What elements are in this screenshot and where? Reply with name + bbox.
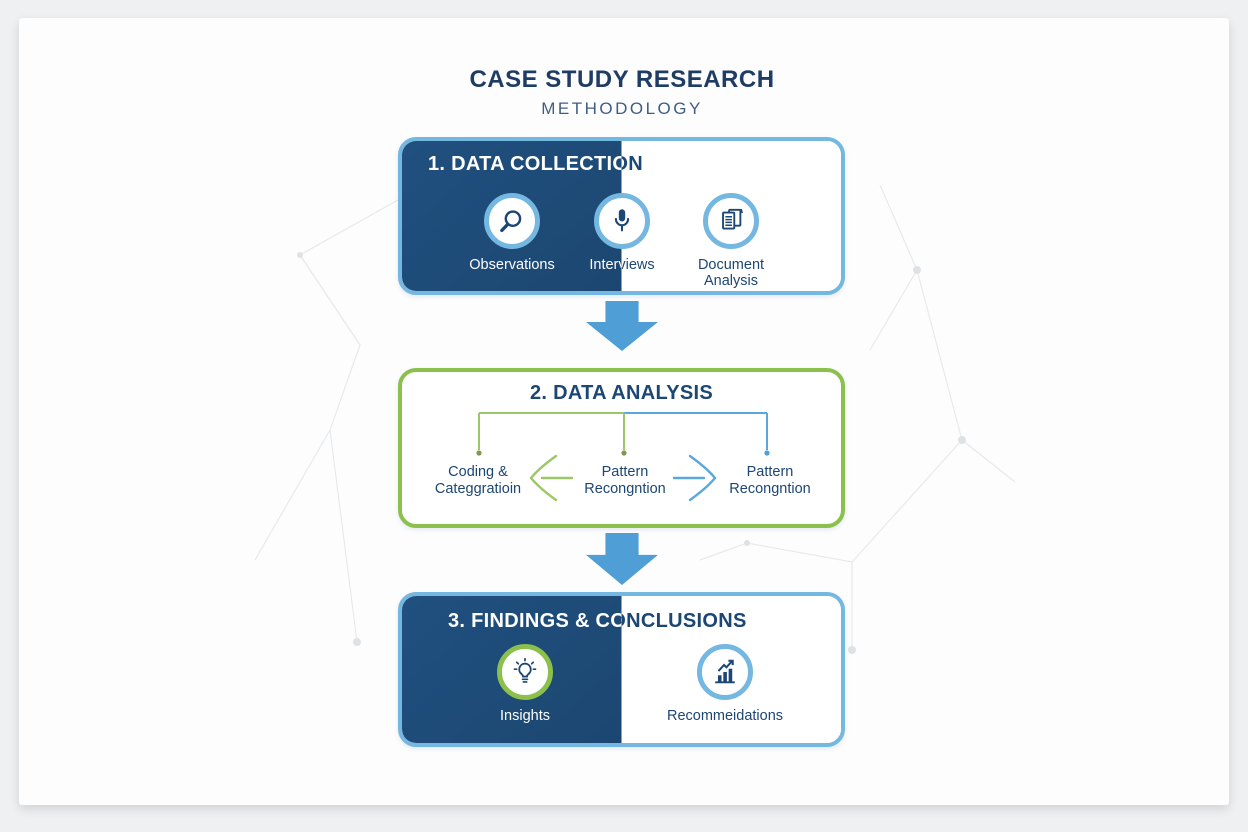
pattern-recognition-label: Pattern Recongntion bbox=[584, 464, 666, 497]
page-title: CASE STUDY RESEARCH bbox=[469, 66, 775, 93]
document-analysis-label: Document Analysis bbox=[697, 257, 765, 289]
observations-icon-circle bbox=[484, 193, 540, 249]
recommendations-label: Recommeidations bbox=[666, 708, 784, 724]
observations-label: Observations bbox=[469, 257, 555, 273]
coding-categorization-label: Coding & Categgratioin bbox=[434, 464, 522, 497]
curved-left-arrow-icon bbox=[529, 454, 574, 502]
interviews-item: Interviews bbox=[562, 193, 622, 273]
stage3-navy-layer: 3. FINDINGS & CONCLUSIONS Insights bbox=[402, 596, 747, 743]
pattern-recognition-label: Pattern Recongntion bbox=[729, 464, 811, 497]
recommendations-item: Recommeidations bbox=[665, 644, 785, 724]
stage1-navy-layer: 1. DATA COLLECTION Observations bbox=[402, 141, 644, 291]
stage3-title: 3. FINDINGS & CONCLUSIONS bbox=[448, 610, 747, 632]
curved-right-arrow-icon bbox=[672, 454, 717, 502]
stage1-white-layer: 1. DATA COLLECTION Observations bbox=[589, 141, 841, 291]
microphone-icon bbox=[621, 209, 630, 232]
magnifier-icon bbox=[500, 210, 522, 233]
microphone-icon bbox=[614, 209, 622, 232]
document-icon bbox=[722, 208, 743, 230]
page-subtitle: METHODOLOGY bbox=[541, 99, 703, 118]
stage1-title: 1. DATA COLLECTION bbox=[428, 153, 644, 175]
document-analysis-icon-circle bbox=[703, 193, 759, 249]
recommendations-icon-circle bbox=[697, 644, 753, 700]
stage2-title: 2. DATA ANALYSIS bbox=[530, 382, 713, 404]
observations-item: Observations bbox=[452, 193, 572, 273]
document-analysis-item: Document Analysis bbox=[671, 193, 791, 289]
insights-icon-circle bbox=[497, 644, 553, 700]
stage3-title: 3. FINDINGS & CONCLUSIONS bbox=[622, 610, 747, 633]
branch-connector bbox=[476, 412, 770, 456]
stage-box-data-analysis: 2. DATA ANALYSIS Coding & Categgratioin … bbox=[398, 368, 845, 528]
bar-chart-arrow-icon bbox=[715, 659, 735, 684]
interviews-item: Interviews bbox=[589, 193, 683, 273]
interviews-label: Interviews bbox=[589, 257, 655, 273]
stage-box-data-collection: 1. DATA COLLECTION Observations bbox=[398, 137, 845, 295]
interviews-label: Interviews bbox=[562, 257, 621, 273]
main-title: CASE STUDY RESEARCH METHODOLOGY bbox=[0, 66, 1244, 119]
lightbulb-icon bbox=[513, 657, 537, 683]
insights-label: Insights bbox=[500, 708, 550, 724]
stage1-title: 1. DATA COLLECTION bbox=[622, 153, 644, 176]
insights-item: Insights bbox=[465, 644, 585, 724]
stage-box-findings-conclusions: 3. FINDINGS & CONCLUSIONS Insights bbox=[398, 592, 845, 747]
stage3-white-layer: 3. FINDINGS & CONCLUSIONS Insights bbox=[621, 596, 841, 743]
